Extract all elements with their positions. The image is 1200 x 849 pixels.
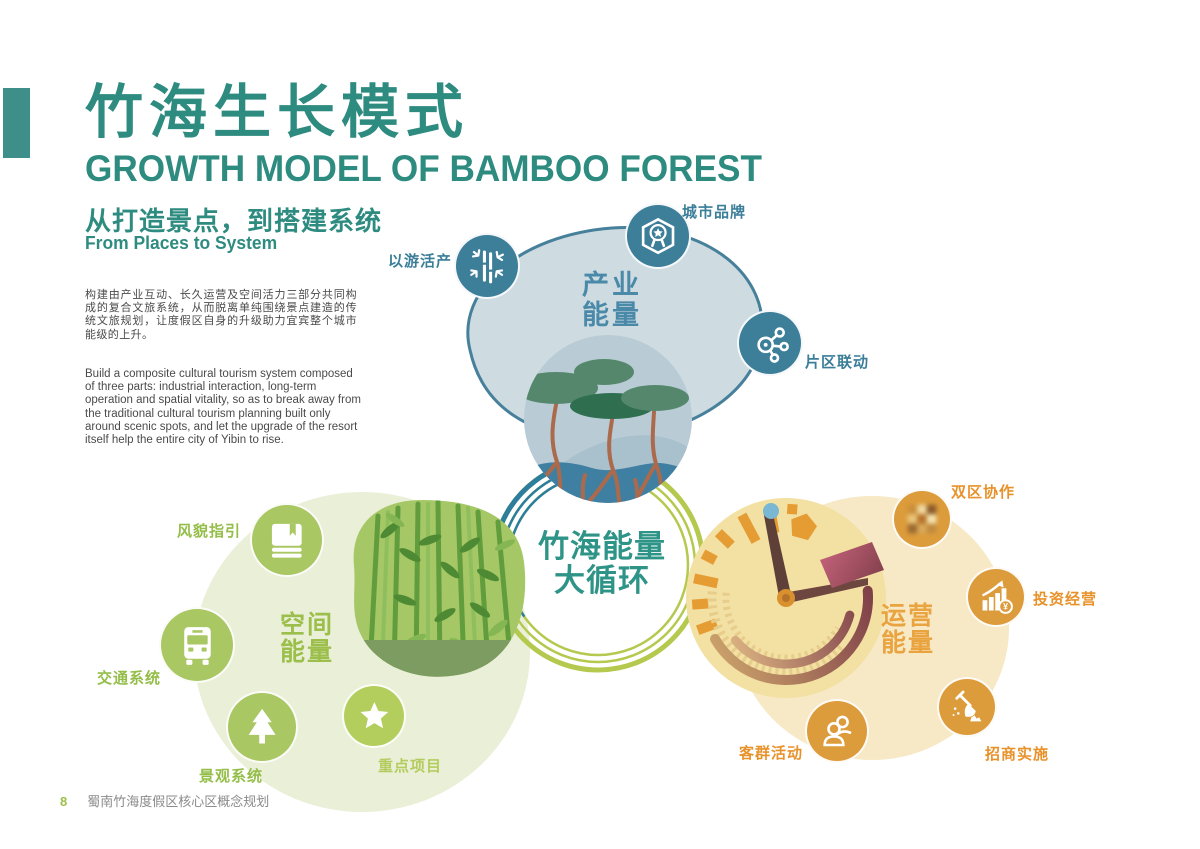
page-number: 8 <box>60 794 68 809</box>
satellite-projects-label: 重点项目 <box>378 758 443 775</box>
bus-icon <box>183 626 211 665</box>
tree-icon <box>248 708 276 744</box>
shovel-icon <box>952 690 982 722</box>
satellite-merchant <box>937 677 997 737</box>
satellite-guests <box>805 699 869 763</box>
satellite-dual-label: 双区协作 <box>951 484 1016 501</box>
satellite-linkage <box>737 310 803 376</box>
intro-paragraph-en: Build a composite cultural tourism syste… <box>85 368 361 447</box>
section-heading-zh: 从打造景点，到搭建系统 <box>85 206 383 236</box>
satellite-traffic-label: 交通系统 <box>97 670 162 687</box>
chart-icon: ¥ <box>981 580 1013 614</box>
satellite-invest-label: 投资经营 <box>1033 591 1098 608</box>
star-icon <box>360 701 388 728</box>
satellite-invest: ¥ <box>966 567 1026 627</box>
satellite-merchant-label: 招商实施 <box>985 746 1050 763</box>
intro-paragraph-zh: 构建由产业互动、长久运营及空间活力三部分共同构成的复合文旅系统，从而脱离单纯围绕… <box>85 289 357 341</box>
satellite-guests-label: 客群活动 <box>739 745 804 762</box>
industry-energy-label: 产业 能量 <box>582 270 642 330</box>
document-title: 蜀南竹海度假区核心区概念规划 <box>87 794 270 809</box>
satellite-brand-label: 城市品牌 <box>682 204 747 221</box>
space-energy-label: 空间 能量 <box>279 611 334 666</box>
satellite-tour-label: 以游活产 <box>387 253 452 270</box>
footer: 8 蜀南竹海度假区核心区概念规划 <box>60 791 269 810</box>
satellite-guide-label: 风貌指引 <box>177 523 242 540</box>
page-title-zh: 竹海生长模式 <box>85 80 470 145</box>
satellite-projects <box>342 684 406 748</box>
network-icon <box>757 327 789 363</box>
blurred-icon <box>907 504 937 534</box>
tree-illustration <box>524 335 692 503</box>
page-title-en: GROWTH MODEL OF BAMBOO FOREST <box>85 148 762 189</box>
operation-energy-label: 运营 能量 <box>880 602 935 657</box>
people-icon <box>822 715 852 746</box>
satellite-traffic <box>159 607 235 683</box>
satellite-landscape <box>226 691 298 763</box>
book-icon <box>272 524 302 558</box>
bamboo-illustration <box>353 500 526 677</box>
satellite-guide <box>250 503 324 577</box>
center-cycle-label: 竹海能量 大循环 <box>538 529 666 598</box>
satellite-tour <box>454 233 520 299</box>
accent-bar <box>3 88 30 158</box>
satellite-brand <box>625 203 691 269</box>
satellite-dual <box>892 489 952 549</box>
bamboo-icon <box>470 249 504 284</box>
satellite-landscape-label: 景观系统 <box>199 768 264 785</box>
badge-icon <box>641 217 675 255</box>
svg-text:¥: ¥ <box>1003 602 1008 612</box>
clock-illustration <box>686 498 886 698</box>
section-heading-en: From Places to System <box>85 233 278 253</box>
satellite-linkage-label: 片区联动 <box>805 354 870 371</box>
